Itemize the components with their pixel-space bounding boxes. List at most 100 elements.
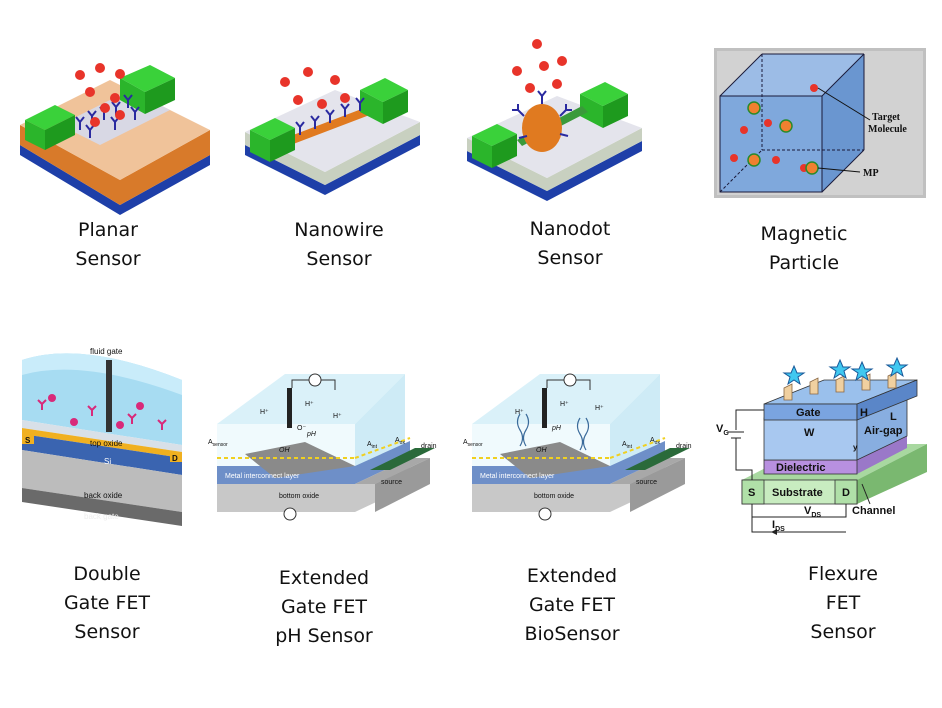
label-drain: drain (676, 443, 692, 450)
label-ph: pH (551, 425, 562, 432)
label-source: source (636, 479, 657, 486)
label-d: D (172, 454, 178, 463)
metal-interconnect (472, 441, 665, 484)
nanowire-sensor-diagram (240, 60, 430, 200)
sensing-membrane (245, 442, 355, 478)
substrate-layer (20, 145, 210, 215)
right-electrode (120, 78, 145, 114)
caption-magnetic: Magnetic Particle (760, 223, 848, 274)
bottom-oxide (217, 458, 410, 512)
label-y: y (853, 443, 858, 452)
si-layer (22, 434, 182, 475)
dna-strands (516, 413, 590, 451)
nanodot (522, 104, 562, 152)
target-stars (782, 356, 909, 386)
caption-flexure: Flexure FET Sensor (808, 563, 878, 643)
label-channel: Channel (852, 505, 895, 517)
label-air-gap: Air-gap (864, 425, 903, 437)
label-vds: VDS (804, 505, 821, 519)
label-oh: OH (279, 447, 290, 454)
label-asensor: Asensor (208, 439, 228, 448)
antibodies (512, 90, 572, 139)
double-gate-fet-diagram: fluid gate top oxide S D Si back oxide b… (22, 340, 182, 528)
label-gate: Gate (796, 407, 820, 419)
nanowire (280, 102, 388, 146)
caption-nanodot: Nanodot Sensor (529, 218, 611, 269)
egfet-ph-diagram: Asensor H⁺ H⁺ H⁺ O⁻ pH OH Metal intercon… (205, 366, 445, 526)
antibodies (295, 97, 365, 135)
label-target: Target (872, 112, 901, 123)
label-mp: MP (863, 168, 879, 179)
label-back-oxide: back oxide (84, 491, 123, 500)
label-fluid-gate: fluid gate (90, 347, 123, 356)
label-o-minus: O⁻ (297, 425, 306, 432)
label-top-oxide: top oxide (90, 439, 123, 448)
label-h: H (860, 407, 868, 419)
caption-nanowire: Nanowire Sensor (294, 219, 384, 270)
drain-source-contacts (625, 448, 690, 470)
drain-source-contacts (370, 448, 435, 470)
label-s: S (25, 436, 31, 445)
bottom-oxide (472, 458, 665, 512)
top-oxide-layer (22, 420, 182, 452)
reference-electrode (542, 388, 547, 428)
label-metal: Metal interconnect layer (225, 473, 300, 480)
label-aox: Aox (650, 437, 660, 446)
sensor-layer (20, 125, 210, 205)
label-aint: Aint (622, 441, 633, 450)
label-l: L (890, 411, 897, 423)
voltage-source-icon (563, 373, 577, 387)
back-oxide-layer (22, 450, 182, 512)
analyte-dots (48, 394, 144, 429)
voltage-source-icon (308, 373, 322, 387)
flexure-fet-diagram: Gate W H L Air-gap y VG Dielectric S Sub… (712, 352, 940, 548)
label-aox: Aox (395, 437, 405, 446)
label-hplus-1: H⁺ (260, 409, 269, 416)
label-hplus-2: H⁺ (305, 401, 314, 408)
caption-double-gate: Double Gate FET Sensor (63, 563, 151, 643)
air-gap (763, 417, 858, 461)
label-si: Si (104, 457, 111, 466)
caption-egfet-bio: Extended Gate FET BioSensor (524, 565, 620, 645)
magnetic-particle-diagram: Target Molecule MP (714, 48, 926, 198)
egfet-bio-diagram: Asensor H⁺ H⁺ H⁺ pH OH Metal interconnec… (460, 366, 700, 526)
receptors (783, 371, 897, 401)
label-hplus-3: H⁺ (595, 405, 604, 412)
label-dielectric: Dielectric (776, 462, 826, 474)
label-hplus-2: H⁺ (560, 401, 569, 408)
target-molecules (75, 63, 125, 127)
label-source: source (381, 479, 402, 486)
reference-electrode (287, 388, 292, 428)
fluid-gate-electrode (106, 360, 112, 432)
label-molecule: Molecule (868, 124, 907, 135)
target-molecules (512, 39, 567, 93)
label-ph: pH (306, 431, 317, 438)
right-electrode (360, 90, 383, 124)
label-hplus-1: H⁺ (515, 409, 524, 416)
label-bottom-oxide: bottom oxide (534, 493, 574, 500)
label-drain: drain (421, 443, 437, 450)
label-substrate: Substrate (772, 487, 823, 499)
label-vg: VG (716, 423, 729, 437)
label-aint: Aint (367, 441, 378, 450)
metal-interconnect (217, 441, 410, 484)
label-back-gate: back gate (84, 512, 119, 521)
ground-icon (283, 507, 297, 521)
left-electrode (25, 120, 45, 150)
label-ids: IDS (772, 519, 785, 533)
label-asensor: Asensor (463, 439, 483, 448)
label-oh: OH (536, 447, 547, 454)
right-electrode (580, 94, 603, 128)
left-electrode (250, 130, 270, 162)
ground-icon (538, 507, 552, 521)
label-hplus-3: H⁺ (333, 413, 342, 420)
caption-egfet-ph: Extended Gate FET pH Sensor (275, 567, 373, 647)
receptors (37, 399, 167, 430)
target-molecules (280, 67, 350, 109)
label-d: D (842, 487, 850, 499)
label-w: W (804, 427, 815, 439)
planar-sensor-diagram (20, 60, 220, 220)
label-metal: Metal interconnect layer (480, 473, 555, 480)
label-bottom-oxide: bottom oxide (279, 493, 319, 500)
label-s: S (748, 487, 755, 499)
